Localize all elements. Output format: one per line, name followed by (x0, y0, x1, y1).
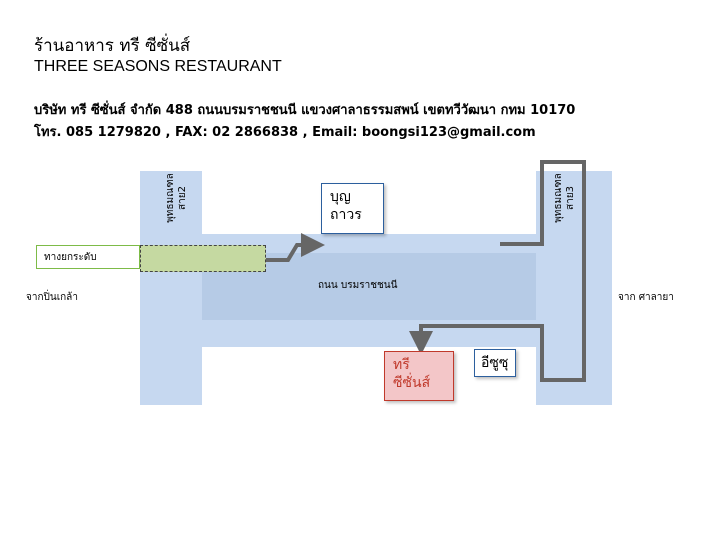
landmark-isuzu: อีซูซุ (474, 349, 516, 377)
left-cross-road (140, 171, 202, 405)
company-address: บริษัท ทรี ซีซั่นส์ จำกัด 488 ถนนบรมราชช… (34, 103, 576, 118)
direction-from-salaya: จาก ศาลายา (618, 292, 674, 303)
restaurant-title-thai: ร้านอาหาร ทรี ซีซั่นส์ (34, 36, 191, 56)
landmark-boonthavorn: บุญ ถาวร (321, 183, 384, 234)
expressway-label: ทางยกระดับ (36, 245, 140, 269)
right-cross-road (536, 171, 612, 405)
destination-three-seasons: ทรี ซีซั่นส์ (384, 351, 454, 401)
expressway-segment (140, 245, 266, 272)
direction-from-pinklao: จากปิ่นเกล้า (26, 292, 78, 303)
route-arrow-east (409, 160, 586, 382)
restaurant-title-english: THREE SEASONS RESTAURANT (34, 58, 282, 75)
contact-info: โทร. 085 1279820 , FAX: 02 2866838 , Ema… (34, 125, 536, 140)
route-arrow-west (266, 233, 325, 262)
main-road-name: ถนน บรมราชชนนี (318, 280, 398, 291)
